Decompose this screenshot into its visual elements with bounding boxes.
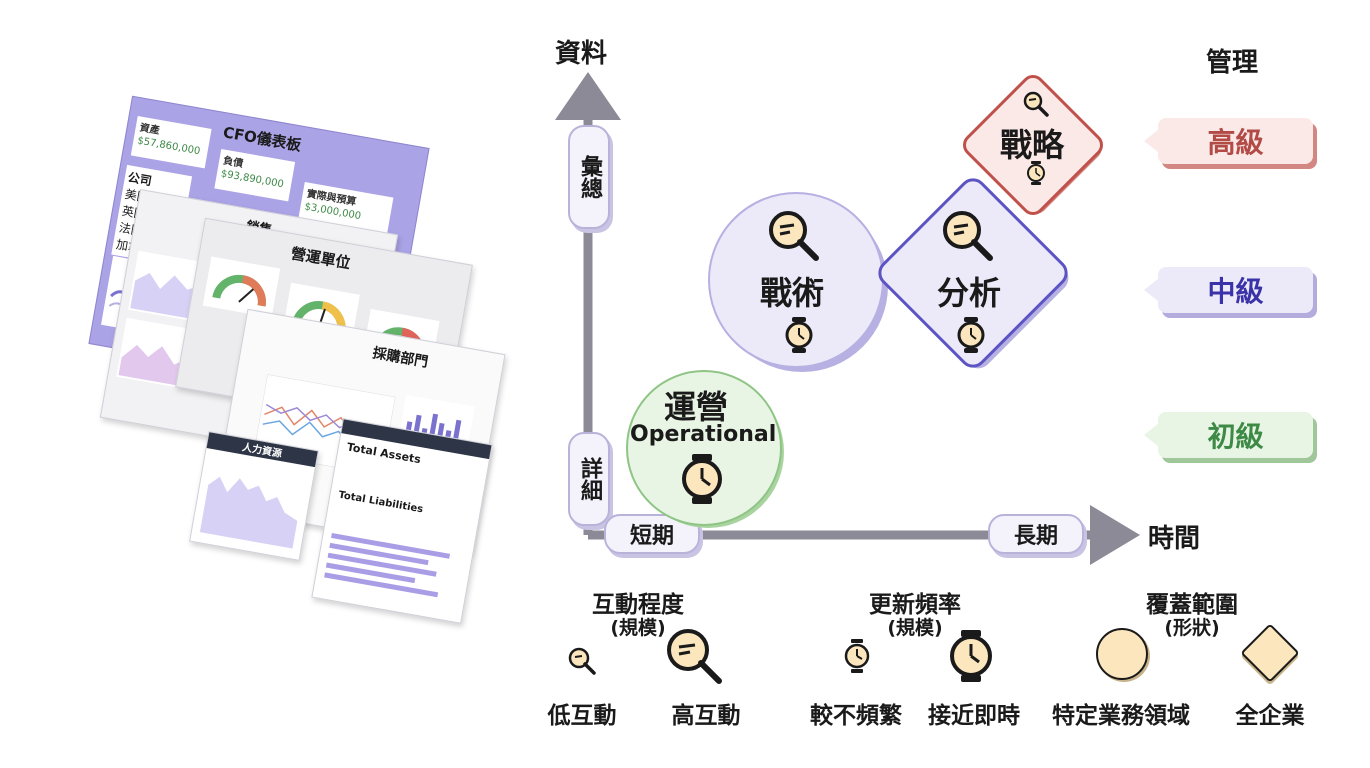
assets-sheet: Total Assets Total Liabilities	[311, 418, 493, 624]
gauge-icon	[202, 256, 281, 318]
circle-shape-icon	[1096, 628, 1148, 680]
legend-frequency-high: 接近即時	[928, 703, 1020, 729]
level-tag-junior: 初級	[1144, 412, 1313, 458]
analytical-title: 分析	[937, 274, 1002, 312]
legend-interaction-low: 低互動	[547, 703, 617, 729]
clock-icon	[844, 639, 870, 673]
legend-coverage-title: 覆蓋範圍	[1146, 592, 1238, 618]
magnifier-icon	[943, 211, 993, 261]
clock-icon	[950, 630, 992, 682]
y-axis-top-pill: 彙總	[568, 125, 610, 229]
clock-icon	[957, 317, 985, 353]
hr-sheet: 人力資源	[189, 431, 319, 561]
clock-icon	[682, 454, 722, 504]
management-title: 管理	[1206, 48, 1259, 78]
x-axis-right-pill: 長期	[988, 514, 1084, 554]
operational-title-zh: 運營	[664, 388, 729, 426]
x-axis-title: 時間	[1148, 524, 1201, 554]
magnifier-icon	[667, 629, 722, 684]
legend-interaction-title: 互動程度	[592, 592, 684, 618]
legend-coverage-diamond: 全企業	[1235, 703, 1305, 729]
legend-interaction-high: 高互動	[671, 703, 741, 729]
magnifier-icon	[769, 211, 819, 261]
level-tag-middle: 中級	[1144, 267, 1313, 313]
y-axis-bottom-pill: 詳細	[568, 432, 610, 526]
y-axis-title: 資料	[555, 39, 608, 69]
assets-bars	[324, 533, 451, 598]
level-tag-senior: 高級	[1144, 118, 1313, 164]
operational-title-en: Operational	[630, 422, 777, 447]
legend-frequency-sub: (規模)	[887, 617, 943, 639]
dashboard-collage: CFO儀表板 資產 $57,860,000 負債 $93,890,000 實際與…	[78, 95, 508, 624]
legend-coverage-sub: (形狀)	[1164, 617, 1220, 639]
clock-icon	[1027, 161, 1045, 185]
legend-coverage-circle: 特定業務領域	[1052, 703, 1190, 729]
histogram	[199, 476, 298, 549]
legend-interaction-sub: (規模)	[610, 617, 666, 639]
magnifier-icon	[568, 647, 596, 675]
clock-icon	[785, 317, 813, 353]
strategic-title: 戰略	[1000, 126, 1065, 164]
tactical-title: 戰術	[760, 274, 825, 312]
legend-frequency-title: 更新頻率	[869, 592, 961, 618]
legend-frequency-low: 較不頻繁	[810, 703, 902, 729]
magnifier-icon	[1023, 91, 1049, 117]
